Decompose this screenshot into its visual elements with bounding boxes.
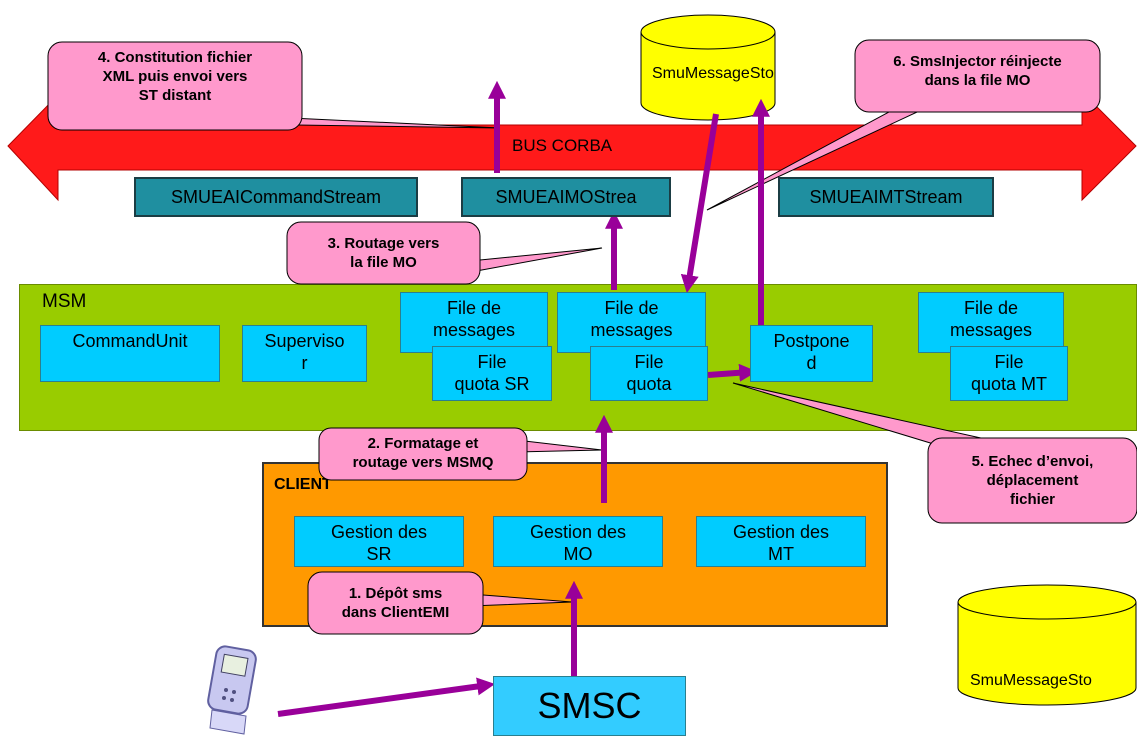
supervisor-label-line1: Superviso bbox=[264, 331, 345, 351]
callout-2: 2. Formatage et routage vers MSMQ bbox=[323, 434, 523, 472]
sr-message-queue-line1: File de bbox=[446, 298, 502, 318]
callout-1-line1: 1. Dépôt sms bbox=[348, 585, 443, 602]
mo-quota-queue-box: File quota bbox=[590, 346, 708, 401]
stream-mo-label: SMUEAIMOStrea bbox=[495, 186, 637, 207]
arrow-phone-to-smsc bbox=[277, 677, 496, 717]
arrow-quota-to-postponed bbox=[707, 363, 758, 382]
command-unit-box: CommandUnit bbox=[40, 325, 220, 382]
supervisor-box: Superviso r bbox=[242, 325, 367, 382]
mo-message-queue-line1: File de bbox=[604, 298, 659, 318]
sr-quota-queue-box: File quota SR bbox=[432, 346, 552, 401]
gestion-sr-line2: SR bbox=[366, 544, 392, 564]
callout-4-shape bbox=[47, 41, 501, 131]
postponed-box: Postpone d bbox=[750, 325, 873, 382]
gestion-mt-box: Gestion des MT bbox=[696, 516, 866, 567]
callout-4: 4. Constitution fichier XML puis envoi v… bbox=[52, 48, 298, 105]
callout-4-line2: XML puis envoi vers bbox=[102, 68, 248, 85]
callout-3: 3. Routage vers la file MO bbox=[291, 234, 476, 272]
callout-6-line1: 6. SmsInjector réinjecte bbox=[893, 53, 1062, 70]
postponed-line1: Postpone bbox=[773, 331, 850, 351]
database-bottom-label: SmuMessageSto bbox=[970, 672, 1092, 689]
callout-5-line1: 5. Echec d’envoi, bbox=[971, 453, 1094, 470]
callout-4-line1: 4. Constitution fichier bbox=[97, 49, 253, 66]
callout-6-line2: dans la file MO bbox=[924, 72, 1031, 89]
sr-message-queue-line2: messages bbox=[432, 320, 516, 340]
supervisor-label-line2: r bbox=[301, 353, 308, 373]
callout-3-line1: 3. Routage vers bbox=[327, 235, 440, 252]
callout-2-line1: 2. Formatage et bbox=[367, 435, 479, 452]
stream-mo-box: SMUEAIMOStrea bbox=[461, 177, 671, 217]
gestion-sr-box: Gestion des SR bbox=[294, 516, 464, 567]
callout-5-shape bbox=[732, 382, 1137, 524]
mo-quota-queue-line1: File bbox=[634, 352, 664, 372]
database-bottom bbox=[957, 584, 1137, 706]
gestion-sr-line1: Gestion des bbox=[330, 522, 428, 542]
gestion-mt-line1: Gestion des bbox=[732, 522, 830, 542]
database-top bbox=[640, 14, 776, 121]
mo-message-queue-box: File de messages bbox=[557, 292, 706, 353]
gestion-mo-box: Gestion des MO bbox=[493, 516, 663, 567]
mt-message-queue-line2: messages bbox=[949, 320, 1033, 340]
database-top-label: SmuMessageSto bbox=[652, 65, 774, 82]
gestion-mo-line2: MO bbox=[563, 544, 593, 564]
callout-5-line3: fichier bbox=[1009, 491, 1055, 508]
callout-1-shape bbox=[307, 571, 573, 635]
mt-quota-queue-line1: File bbox=[994, 352, 1024, 372]
mt-message-queue-line1: File de bbox=[963, 298, 1019, 318]
postponed-line2: d bbox=[806, 353, 817, 373]
mt-quota-queue-line2: quota MT bbox=[970, 374, 1048, 394]
callout-5-line2: déplacement bbox=[986, 472, 1079, 489]
callout-3-line2: la file MO bbox=[350, 254, 417, 271]
gestion-mt-line2: MT bbox=[768, 544, 794, 564]
arrow-db-to-queue bbox=[680, 113, 719, 294]
sr-message-queue-box: File de messages bbox=[400, 292, 548, 353]
mt-message-queue-box: File de messages bbox=[918, 292, 1064, 353]
msm-title: MSM bbox=[42, 291, 87, 312]
command-unit-label: CommandUnit bbox=[72, 331, 188, 351]
mo-message-queue-line2: messages bbox=[590, 320, 673, 340]
callout-2-line2: routage vers MSMQ bbox=[352, 454, 494, 471]
gestion-mo-line1: Gestion des bbox=[529, 522, 627, 542]
mobile-phone-icon bbox=[207, 645, 257, 735]
smsc-label: SMSC bbox=[537, 685, 642, 726]
callout-1-line2: dans ClientEMI bbox=[341, 604, 450, 621]
callout-3-shape bbox=[286, 221, 603, 285]
stream-mt-label: SMUEAIMTStream bbox=[809, 186, 963, 207]
callout-6: 6. SmsInjector réinjecte dans la file MO bbox=[859, 52, 1096, 90]
callout-1: 1. Dépôt sms dans ClientEMI bbox=[312, 584, 479, 622]
stream-command-box: SMUEAICommandStream bbox=[134, 177, 418, 217]
sr-quota-queue-line1: File bbox=[477, 352, 507, 372]
callout-4-line3: ST distant bbox=[138, 87, 212, 104]
mo-quota-queue-line2: quota bbox=[626, 374, 672, 394]
callout-5: 5. Echec d’envoi, déplacement fichier bbox=[932, 452, 1133, 509]
callout-2-shape bbox=[318, 427, 603, 481]
stream-mt-box: SMUEAIMTStream bbox=[778, 177, 994, 217]
mt-quota-queue-box: File quota MT bbox=[950, 346, 1068, 401]
smsc-box: SMSC bbox=[493, 676, 686, 736]
stream-command-label: SMUEAICommandStream bbox=[170, 186, 382, 207]
bus-label: BUS CORBA bbox=[512, 136, 613, 155]
sr-quota-queue-line2: quota SR bbox=[454, 374, 530, 394]
client-title: CLIENT bbox=[274, 476, 332, 493]
